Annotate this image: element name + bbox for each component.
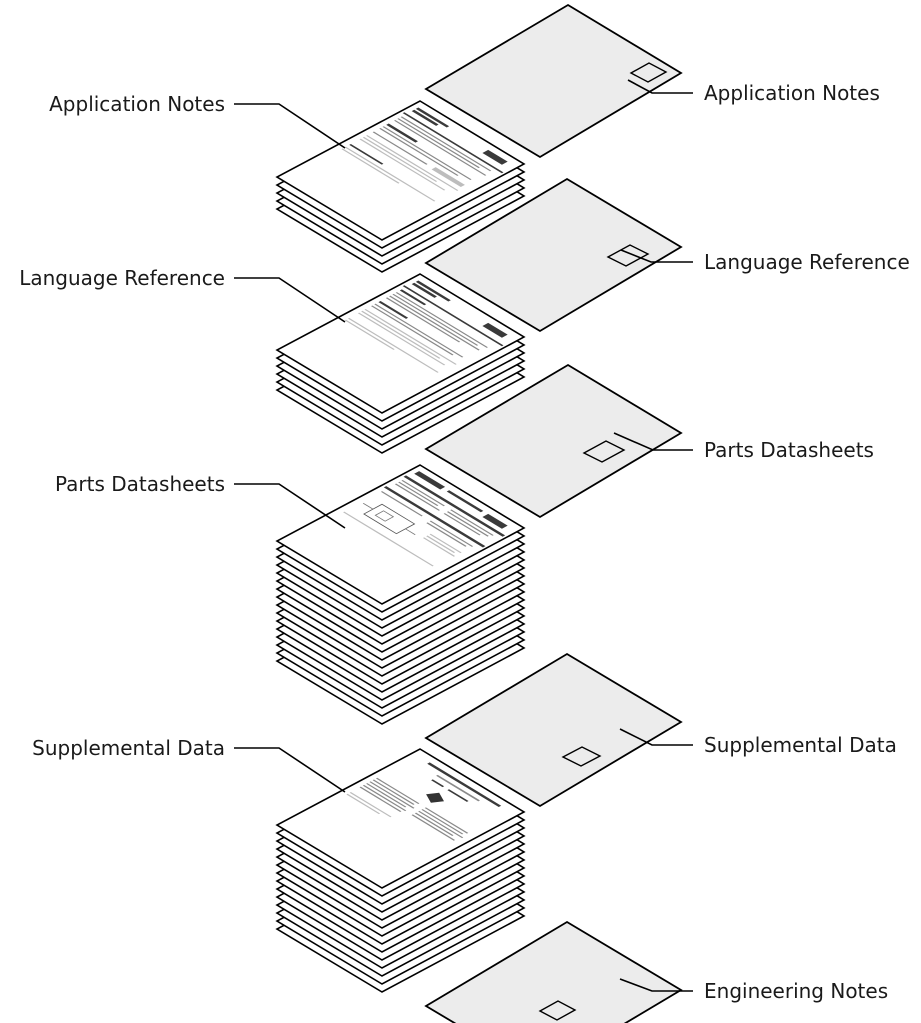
divider-engineering-notes (424, 920, 683, 1023)
label-left-supplemental-data: Supplemental Data (32, 736, 225, 760)
leader-right-supplemental-data (619, 728, 693, 746)
leader-right-application-notes (627, 79, 693, 94)
stack-parts-datasheets (275, 464, 526, 725)
label-right-application-notes: Application Notes (704, 81, 880, 105)
label-right-language-reference: Language Reference (704, 250, 910, 274)
divider-parts-datasheets (424, 363, 683, 519)
leader-left-supplemental-data (234, 747, 346, 793)
label-right-parts-datasheets: Parts Datasheets (704, 438, 874, 462)
leader-left-parts-datasheets (234, 483, 346, 529)
page-thumbnail-application-notes (341, 107, 508, 202)
divider-supplemental-data (424, 652, 683, 808)
page-thumbnail-supplemental-data (346, 762, 502, 841)
label-left-parts-datasheets: Parts Datasheets (55, 472, 225, 496)
page-thumbnail-parts-datasheets (343, 471, 508, 567)
divider-language-reference (424, 177, 683, 333)
stack-supplemental-data (275, 748, 526, 993)
stack-application-notes (275, 100, 526, 273)
label-left-application-notes: Application Notes (49, 92, 225, 116)
label-left-language-reference: Language Reference (19, 266, 225, 290)
leader-left-application-notes (234, 103, 346, 149)
divider-application-notes (424, 3, 683, 159)
page-thumbnail-language-reference (344, 280, 508, 373)
leader-right-language-reference (620, 249, 693, 263)
leader-right-engineering-notes (619, 978, 693, 992)
label-right-supplemental-data: Supplemental Data (704, 733, 897, 757)
leader-right-parts-datasheets (613, 432, 693, 451)
label-right-engineering-notes: Engineering Notes (704, 979, 888, 1003)
leader-left-language-reference (234, 277, 346, 323)
